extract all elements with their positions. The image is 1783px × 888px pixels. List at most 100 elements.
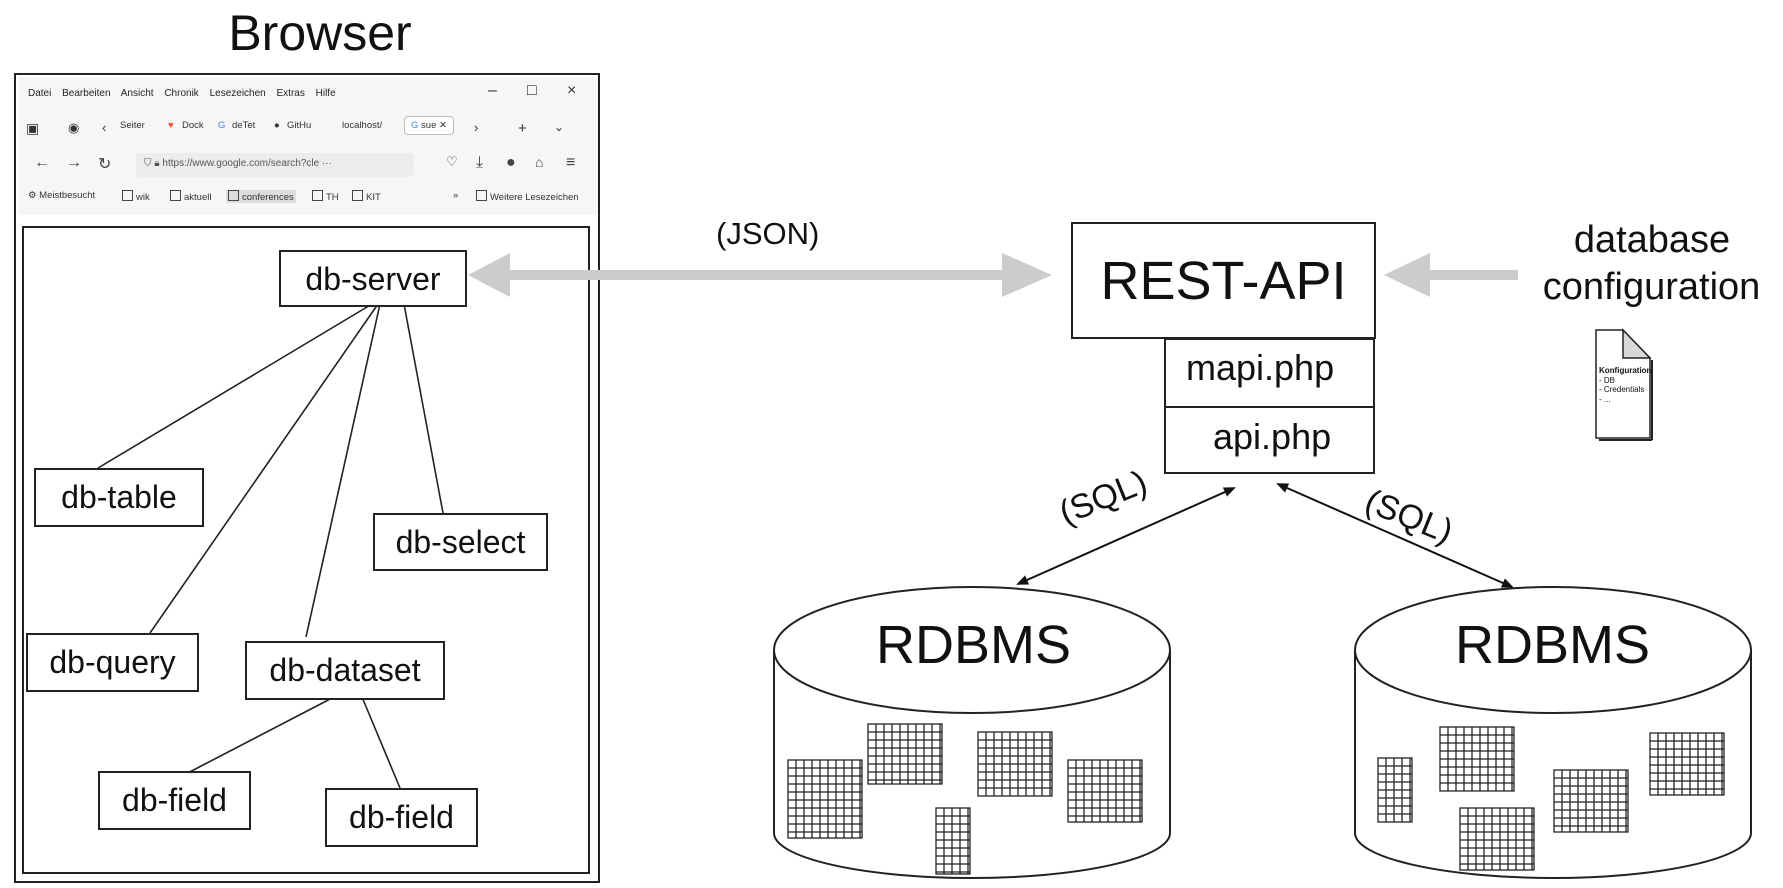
doc-item-db: - DB	[1599, 375, 1615, 385]
bookmark-wik[interactable]: wik	[122, 190, 150, 203]
table-grid-icon	[867, 723, 943, 785]
table-grid-icon	[935, 807, 971, 875]
config-document-text: Konfiguration - DB - Credentials - ...	[1599, 366, 1651, 404]
tree-lines	[97, 303, 444, 789]
table-grid-icon	[787, 759, 863, 839]
tab-4[interactable]: GitHu	[287, 120, 312, 131]
menu-icon[interactable]: ≡	[566, 154, 576, 171]
config-arrow	[1384, 253, 1518, 297]
config-document-icon	[1595, 328, 1653, 441]
config-title-line1: database	[1573, 219, 1731, 261]
tab-1[interactable]: Seiter	[120, 120, 145, 131]
db-table-box: db-table	[34, 468, 204, 527]
tab-6-active[interactable]: G sue ✕	[404, 116, 454, 135]
folder-icon	[476, 190, 487, 201]
bookmarks-overflow[interactable]: »	[453, 190, 459, 201]
api-php-label: api.php	[1213, 416, 1332, 457]
bookmark-conferences[interactable]: conferences	[226, 190, 296, 203]
doc-item-more: - ...	[1599, 394, 1611, 404]
table-grid-icon	[1067, 759, 1143, 823]
bookmark-other[interactable]: Weitere Lesezeichen	[476, 190, 579, 203]
doc-item-credentials: - Credentials	[1599, 385, 1645, 395]
tab-overview-icon[interactable]: ▣	[26, 120, 40, 136]
maximize-button[interactable]: □	[527, 82, 537, 99]
rest-api-box: REST-API	[1071, 222, 1376, 339]
browser-content	[22, 226, 590, 874]
table-grid-icon	[1439, 726, 1515, 792]
folder-icon	[122, 190, 133, 201]
folder-icon	[228, 190, 239, 201]
google-icon: G	[218, 120, 226, 131]
tab-scroll-left-icon[interactable]: ‹	[102, 120, 107, 135]
db-server-box: db-server	[279, 250, 467, 307]
tab-6-label: sue	[421, 120, 437, 131]
google-icon: G	[411, 120, 419, 131]
forward-icon[interactable]: →	[66, 154, 82, 171]
rdbms-label-right: RDBMS	[1455, 615, 1651, 675]
folder-icon	[170, 190, 181, 201]
db-select-box: db-select	[373, 513, 548, 571]
db-query-box: db-query	[26, 633, 199, 692]
tab-2[interactable]: Dock	[182, 120, 204, 131]
bookmark-most-visited[interactable]: ⚙ Meistbesucht	[28, 190, 96, 201]
mapi-php-label: mapi.php	[1186, 347, 1335, 388]
sql-arrow-left	[1016, 487, 1236, 585]
tab-bar: ▣ ◉ ‹ Seiter ♥ Dock G deTet ● GitHu loca…	[24, 116, 592, 144]
url-more[interactable]: ···	[321, 158, 332, 169]
json-label: (JSON)	[716, 216, 820, 251]
account-icon[interactable]: ●	[506, 154, 516, 171]
gear-icon: ⚙	[28, 190, 37, 201]
minimize-button[interactable]: –	[488, 82, 497, 99]
rdbms-cylinder-right	[1354, 586, 1752, 879]
browser-chrome	[18, 77, 598, 215]
close-window-button[interactable]: ×	[567, 82, 577, 99]
menu-view[interactable]: Ansicht	[120, 88, 154, 99]
pocket-icon[interactable]: ♡	[446, 154, 458, 169]
folder-icon	[312, 190, 323, 201]
new-tab-icon[interactable]: +	[518, 120, 527, 137]
extensions-icon[interactable]: ⌂	[535, 154, 544, 170]
rdbms-label-left: RDBMS	[876, 615, 1072, 675]
doc-heading: Konfiguration	[1599, 366, 1652, 375]
bookmark-aktuell[interactable]: aktuell	[170, 190, 211, 203]
sql-arrow-right	[1276, 483, 1514, 588]
db-dataset-box: db-dataset	[245, 641, 445, 700]
tab-scroll-right-icon[interactable]: ›	[474, 120, 479, 135]
json-arrow	[468, 253, 1052, 297]
menu-bookmarks[interactable]: Lesezeichen	[209, 88, 266, 99]
shield-icon: ⛉	[144, 158, 152, 169]
download-icon[interactable]: ⤓	[476, 154, 484, 171]
menu-history[interactable]: Chronik	[164, 88, 199, 99]
bookmark-kit[interactable]: KIT	[352, 190, 381, 203]
lock-icon: 🔒︎	[154, 158, 160, 169]
close-tab-icon[interactable]: ✕	[439, 120, 447, 131]
tab-list-icon[interactable]: ⌄	[554, 120, 565, 134]
db-field-box-2: db-field	[325, 788, 478, 847]
php-divider	[1164, 406, 1375, 408]
url-bar[interactable]: ⛉ 🔒︎ https://www.google.com/search?cle ·…	[136, 153, 414, 177]
reload-icon[interactable]: ↻	[98, 156, 112, 173]
db-field-box-1: db-field	[98, 771, 251, 830]
table-grid-icon	[1459, 807, 1535, 871]
firefox-view-icon[interactable]: ◉	[68, 120, 80, 135]
back-icon[interactable]: ←	[34, 154, 50, 171]
bookmark-th[interactable]: TH	[312, 190, 339, 203]
table-grid-icon	[1377, 757, 1413, 823]
table-grid-icon	[1649, 732, 1725, 796]
url-text: https://www.google.com/search?cle	[162, 158, 320, 169]
config-title-line2: configuration	[1542, 266, 1761, 308]
menu-help[interactable]: Hilfe	[315, 88, 336, 99]
folder-icon	[352, 190, 363, 201]
table-grid-icon	[1553, 769, 1629, 833]
menu-tools[interactable]: Extras	[276, 88, 305, 99]
menu-file[interactable]: Datei	[28, 88, 52, 99]
gitlab-icon: ♥	[168, 120, 174, 131]
tab-3[interactable]: deTet	[232, 120, 256, 131]
table-grid-icon	[977, 731, 1053, 797]
browser-menubar: Datei Bearbeiten Ansicht Chronik Lesezei…	[28, 88, 344, 99]
browser-title: Browser	[228, 5, 412, 61]
menu-edit[interactable]: Bearbeiten	[62, 88, 111, 99]
github-icon: ●	[274, 120, 280, 131]
tab-5[interactable]: localhost/	[342, 120, 383, 131]
